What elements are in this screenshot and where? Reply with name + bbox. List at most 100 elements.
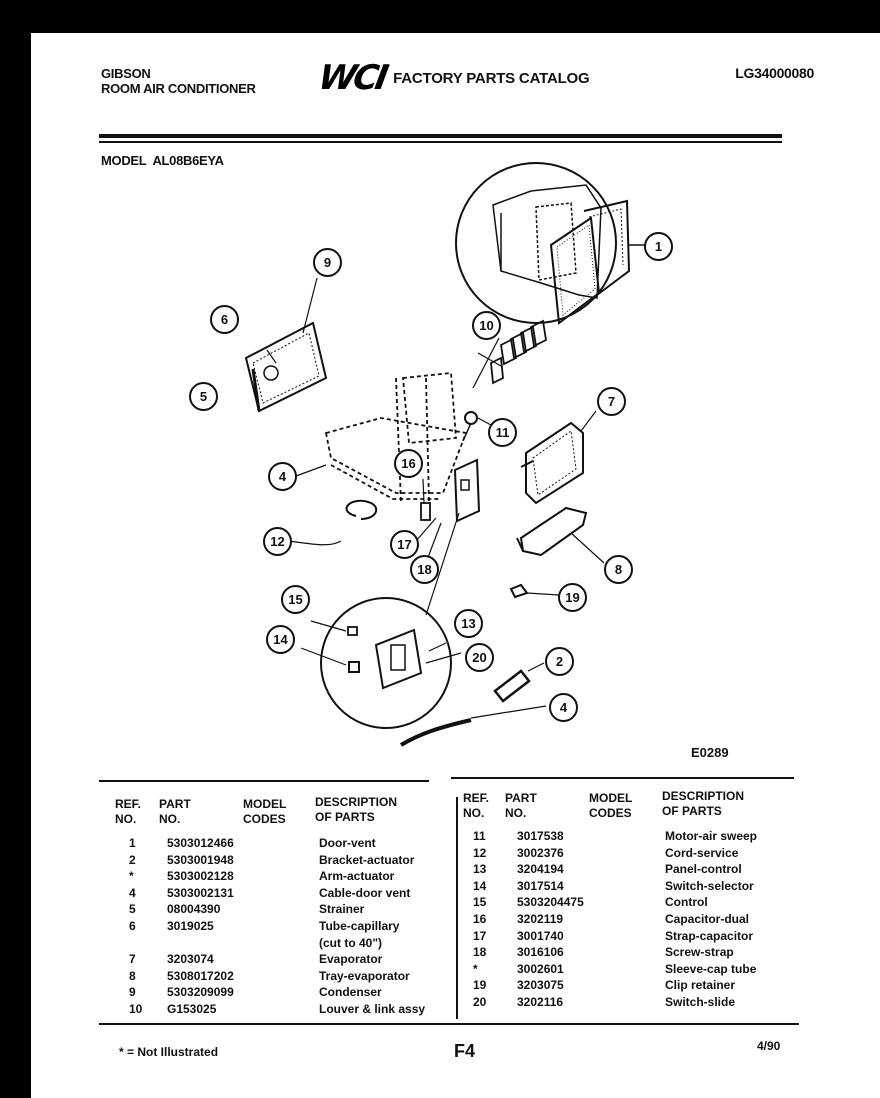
condenser-assembly bbox=[244, 277, 328, 413]
callout-8: 9 bbox=[313, 248, 342, 277]
cell-part: 5303012466 bbox=[167, 836, 234, 850]
cell-ref: 2 bbox=[129, 852, 136, 867]
callout-9: 10 bbox=[472, 311, 501, 340]
header-rule bbox=[99, 134, 782, 138]
cell-desc: Panel-control bbox=[665, 862, 742, 877]
cell-desc: Tube-capillary bbox=[319, 919, 400, 933]
cell-ref: 11 bbox=[473, 829, 486, 843]
cell-desc: Screw-strap bbox=[665, 945, 734, 960]
brand-block: GIBSON ROOM AIR CONDITIONER bbox=[101, 66, 256, 96]
cell-part: 5303209099 bbox=[167, 985, 234, 1000]
cell-desc: Switch-selector bbox=[665, 878, 754, 893]
cell-desc: Louver & link assy bbox=[319, 1002, 426, 1016]
cell-part: 3017538 bbox=[517, 829, 564, 843]
tray-evaporator bbox=[516, 506, 605, 564]
control-panel-detail bbox=[300, 512, 462, 729]
door-vent-detail bbox=[455, 162, 646, 325]
callout-19: 20 bbox=[465, 643, 494, 672]
model-number: AL08B6EYA bbox=[152, 153, 224, 168]
callout-6: 7 bbox=[597, 387, 626, 416]
cell-desc: Tray-evaporator bbox=[319, 968, 410, 983]
diagram-code: E0289 bbox=[691, 745, 729, 760]
cell-part: 3203075 bbox=[517, 978, 564, 993]
cell-ref: 4 bbox=[129, 885, 136, 900]
column-divider bbox=[456, 797, 458, 1019]
not-illustrated-note: * = Not Illustrated bbox=[119, 1045, 219, 1059]
parts-rule-right bbox=[451, 777, 794, 779]
cell-part: 3202116 bbox=[517, 995, 564, 1009]
callout-18: 19 bbox=[558, 583, 587, 612]
capacitor-assembly bbox=[415, 458, 481, 561]
cable-door-vent bbox=[399, 718, 472, 747]
table-bottom-rule bbox=[99, 1023, 799, 1025]
cell-desc: Door-vent bbox=[319, 836, 376, 850]
cell-desc: Strainer bbox=[319, 902, 365, 917]
cell-ref: 16 bbox=[473, 912, 487, 926]
cell-ref: 8 bbox=[129, 968, 136, 983]
cell-part: 3002601 bbox=[517, 961, 564, 976]
callout-16: 17 bbox=[390, 530, 419, 559]
callout-0: 1 bbox=[644, 232, 673, 261]
cell-ref: 13 bbox=[473, 862, 487, 877]
cell-desc: Condenser bbox=[319, 985, 382, 1000]
cell-part: 08004390 bbox=[167, 902, 221, 917]
cell-desc: Capacitor-dual bbox=[665, 912, 750, 926]
cell-part: 3016106 bbox=[517, 945, 564, 960]
callout-5: 6 bbox=[210, 305, 239, 334]
cell-ref: * bbox=[473, 961, 478, 976]
motor-air-sweep bbox=[462, 411, 492, 442]
catalog-title: FACTORY PARTS CATALOG bbox=[393, 69, 590, 87]
revision-date: 4/90 bbox=[757, 1039, 781, 1053]
cell-ref: * bbox=[129, 869, 134, 884]
cell-ref: 7 bbox=[129, 952, 136, 967]
bracket-actuator bbox=[493, 669, 531, 703]
cell-part: 3002376 bbox=[517, 845, 564, 860]
cell-ref: 15 bbox=[473, 895, 487, 910]
cell-ref: 1 bbox=[129, 836, 136, 850]
tube-capillary bbox=[345, 499, 378, 520]
cell-ref: 14 bbox=[473, 878, 487, 893]
cell-part: 5303002131 bbox=[167, 885, 234, 900]
exploded-parts-diagram bbox=[244, 162, 646, 747]
cell-desc: (cut to 40") bbox=[319, 935, 383, 950]
callout-14: 15 bbox=[281, 585, 310, 614]
cell-desc: Control bbox=[665, 895, 708, 910]
cell-part: 5308017202 bbox=[167, 968, 234, 983]
cell-part: 3001740 bbox=[517, 928, 564, 943]
louver-link-assembly bbox=[472, 319, 547, 389]
callout-12: 13 bbox=[454, 609, 483, 638]
callout-2: 4 bbox=[268, 462, 297, 491]
cell-desc: Evaporator bbox=[319, 952, 383, 967]
callout-1: 2 bbox=[545, 647, 574, 676]
cell-ref: 6 bbox=[129, 919, 136, 933]
cell-part: 3204194 bbox=[517, 862, 564, 877]
cell-ref: 10 bbox=[129, 1002, 143, 1016]
leader-4-base bbox=[295, 464, 327, 477]
callout-13: 14 bbox=[266, 625, 295, 654]
cell-ref: 19 bbox=[473, 978, 487, 993]
page-number: F4 bbox=[454, 1041, 476, 1061]
catalog-heading: WCI FACTORY PARTS CATALOG bbox=[315, 58, 590, 98]
cell-part: 5303204475 bbox=[517, 895, 584, 910]
callout-17: 18 bbox=[410, 555, 439, 584]
cell-desc: Bracket-actuator bbox=[319, 852, 415, 867]
cell-part: 3202119 bbox=[517, 912, 564, 926]
cell-ref: 12 bbox=[473, 845, 487, 860]
cell-desc: Motor-air sweep bbox=[665, 829, 758, 843]
cell-desc: Switch-slide bbox=[665, 995, 736, 1009]
cell-ref: 9 bbox=[129, 985, 136, 1000]
cell-desc: Cable-door vent bbox=[319, 885, 411, 900]
cell-part: G153025 bbox=[167, 1002, 217, 1016]
col-header-ref-right: REF.NO. bbox=[463, 791, 490, 820]
cell-part: 3019025 bbox=[167, 919, 214, 933]
cell-ref: 17 bbox=[473, 928, 487, 943]
parts-rule-left bbox=[99, 780, 429, 782]
cell-desc: Cord-service bbox=[665, 845, 739, 860]
callout-4: 5 bbox=[189, 382, 218, 411]
cell-part: 3017514 bbox=[517, 878, 564, 893]
